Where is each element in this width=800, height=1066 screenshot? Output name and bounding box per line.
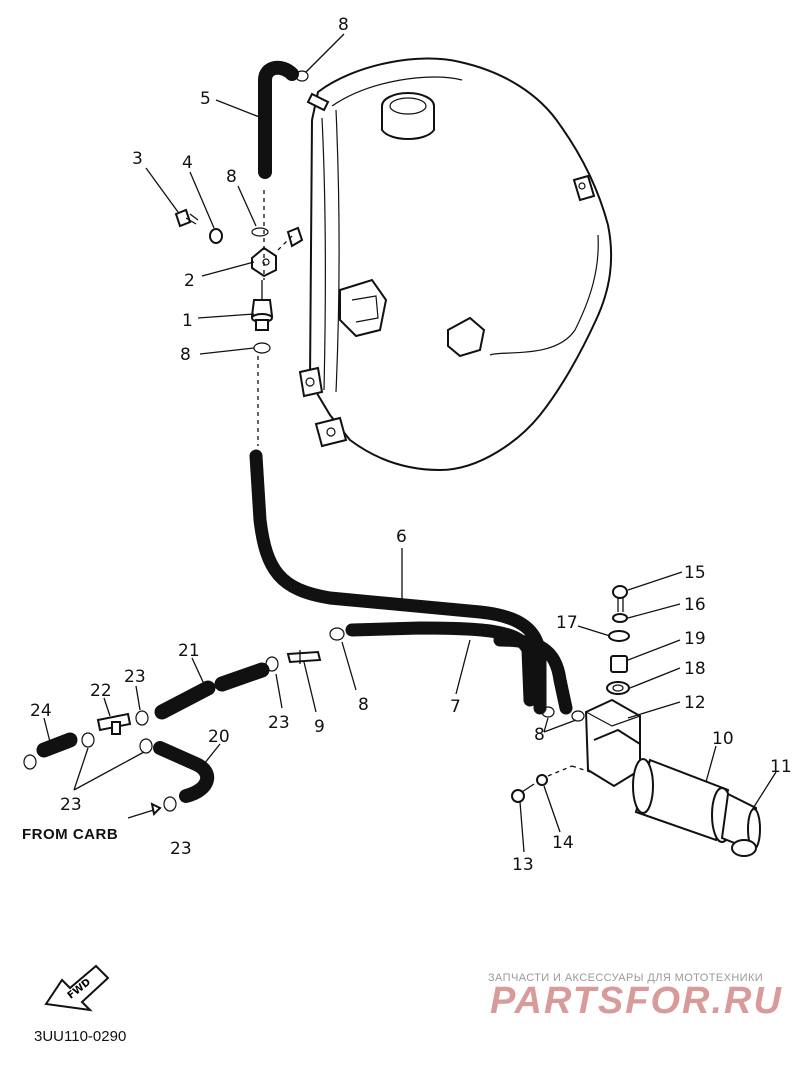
- part-19-collar: [610, 655, 628, 673]
- watermark-brand: PARTSFOR.RU: [490, 980, 783, 1022]
- clip-8-upper-mid: [251, 227, 269, 237]
- watermark-tagline: ЗАПЧАСТИ И АКСЕССУАРЫ ДЛЯ МОТОТЕХНИКИ: [488, 972, 764, 984]
- clip-8-pump-inlet: [541, 706, 585, 722]
- part-13-bolt: [511, 783, 535, 803]
- callout-2: 2: [184, 271, 195, 291]
- part-17-washer: [608, 630, 630, 642]
- leader-lines: [43, 33, 777, 853]
- callout-17: 17: [556, 613, 578, 633]
- callout-5: 5: [200, 89, 211, 109]
- callout-13: 13: [512, 855, 534, 875]
- fwd-arrow-icon: FWD: [44, 964, 110, 1012]
- callout-1: 1: [182, 311, 193, 331]
- diagram-code: 3UU110-0290: [34, 1028, 127, 1045]
- callout-10: 10: [712, 729, 734, 749]
- part-2-holder: [251, 226, 304, 278]
- part-16-washer: [612, 613, 628, 623]
- callout-3: 3: [132, 149, 143, 169]
- callout-labels: 8 5 3 4 8 2 1 8 6 21 23 22 24 8 7 23 9 2…: [30, 15, 792, 875]
- callout-23-d: 23: [170, 839, 192, 859]
- part-5-breather-hose: [258, 60, 299, 179]
- part-18-grommet: [606, 681, 630, 695]
- callout-15: 15: [684, 563, 706, 583]
- callout-8-joint: 8: [358, 695, 369, 715]
- part-9-joint: [286, 650, 322, 664]
- part-1-fuel-cock: [250, 280, 274, 331]
- callout-6: 6: [396, 527, 407, 547]
- oil-tank: [298, 57, 613, 472]
- part-24-hose: [36, 732, 78, 758]
- clip-8-lower: [253, 342, 271, 354]
- part-22-tee-joint: [96, 712, 132, 735]
- part-3-bolt: [174, 208, 199, 228]
- callout-8-upper: 8: [226, 167, 237, 187]
- callout-4: 4: [182, 153, 193, 173]
- callout-12: 12: [684, 693, 706, 713]
- clip-8-hose-joint: [329, 627, 345, 641]
- callout-18: 18: [684, 659, 706, 679]
- callout-8-top: 8: [338, 15, 349, 35]
- callout-22: 22: [90, 681, 112, 701]
- from-carb-label: FROM CARB: [22, 826, 119, 843]
- callout-11: 11: [770, 757, 792, 777]
- callout-19: 19: [684, 629, 706, 649]
- callout-21: 21: [178, 641, 200, 661]
- part-4-collar: [209, 228, 223, 244]
- callout-7: 7: [450, 697, 461, 717]
- part-7-hose: [345, 621, 573, 715]
- callout-23-a: 23: [124, 667, 146, 687]
- callout-8-pump: 8: [534, 725, 545, 745]
- callout-23-c: 23: [60, 795, 82, 815]
- callout-20: 20: [208, 727, 230, 747]
- callout-24: 24: [30, 701, 52, 721]
- part-20-hose: [153, 741, 215, 803]
- callout-16: 16: [684, 595, 706, 615]
- callout-8-lower: 8: [180, 345, 191, 365]
- part-10-fuel-pump: [632, 758, 733, 843]
- clip-23: [23, 656, 279, 812]
- part-15-bolt: [612, 585, 628, 612]
- clip-8-top: [295, 70, 309, 82]
- callout-9: 9: [314, 717, 325, 737]
- part-6-delivery-hose: [249, 449, 547, 715]
- callout-23-b: 23: [268, 713, 290, 733]
- part-12-pump-bracket: [584, 698, 641, 788]
- part-11-pump-cap: [720, 792, 761, 857]
- part-14-washer: [536, 774, 548, 786]
- callout-14: 14: [552, 833, 574, 853]
- part-21-hose: [154, 662, 270, 720]
